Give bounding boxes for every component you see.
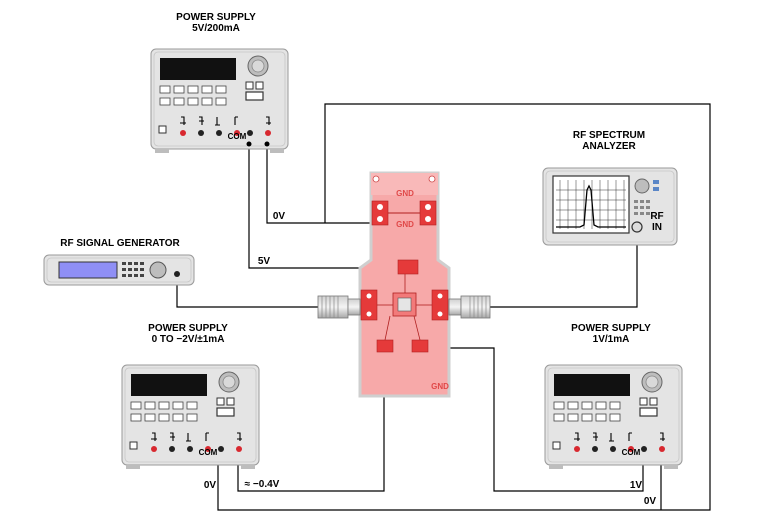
wire-0v-top xyxy=(266,144,372,224)
evaluation-board: GND GND GND xyxy=(358,171,451,398)
power-supply-icon xyxy=(151,49,288,153)
rf-in-label-2: IN xyxy=(652,222,662,233)
wiring xyxy=(176,103,711,511)
rf-in-label: RF xyxy=(650,211,663,222)
ps-right-rating: 1V/1mA xyxy=(593,334,630,345)
wire-rf-gen xyxy=(176,274,318,308)
sma-connector-icon xyxy=(317,295,349,319)
sma-connector-out xyxy=(448,295,491,319)
signal-generator-title: RF SIGNAL GENERATOR xyxy=(60,238,180,249)
wire-label-5v: 5V xyxy=(258,256,271,267)
wire-0v-loop xyxy=(217,103,711,511)
sma-connector-icon xyxy=(460,295,491,319)
ps-left-rating: 0 TO −2V/±1mA xyxy=(152,334,225,345)
wire-label-neg: ≈ −0.4V xyxy=(245,479,280,490)
power-supply-icon xyxy=(122,365,259,469)
wire-rf-out xyxy=(490,228,638,308)
spectrum-title-2: ANALYZER xyxy=(582,141,636,152)
power-supply-right: COM POWER SUPPLY 1V/1mA xyxy=(545,323,682,469)
power-supply-top: COM POWER SUPPLY 5V/200mA xyxy=(151,12,288,153)
wire-5v xyxy=(248,144,398,269)
spectrum-title: RF SPECTRUM xyxy=(573,130,645,141)
wire-label-1v: 1V xyxy=(630,480,643,491)
com-label-left: COM xyxy=(199,448,218,457)
ps-left-title: POWER SUPPLY xyxy=(148,323,228,334)
wire-label-0v-right: 0V xyxy=(644,496,657,507)
wire-1v xyxy=(420,347,644,492)
wire-label-0v-top: 0V xyxy=(273,211,286,222)
ps-right-title: POWER SUPPLY xyxy=(571,323,651,334)
gnd-label-top: GND xyxy=(396,189,414,198)
power-supply-icon xyxy=(545,365,682,469)
gnd-label-bottom: GND xyxy=(431,382,449,391)
spectrum-analyzer: RF IN RF SPECTRUM ANALYZER xyxy=(542,130,678,246)
sma-connector-in xyxy=(317,295,361,319)
ps-top-title: POWER SUPPLY xyxy=(176,12,256,23)
com-label-top: COM xyxy=(228,132,247,141)
gnd-label-mid: GND xyxy=(396,220,414,229)
ps-top-rating: 5V/200mA xyxy=(192,23,240,34)
com-label-right: COM xyxy=(622,448,641,457)
wire-neg-bias xyxy=(237,345,385,492)
signal-generator: RF SIGNAL GENERATOR xyxy=(43,238,195,286)
wire-label-0v-left: 0V xyxy=(204,480,217,491)
power-supply-left: COM POWER SUPPLY 0 TO −2V/±1mA xyxy=(122,323,259,469)
